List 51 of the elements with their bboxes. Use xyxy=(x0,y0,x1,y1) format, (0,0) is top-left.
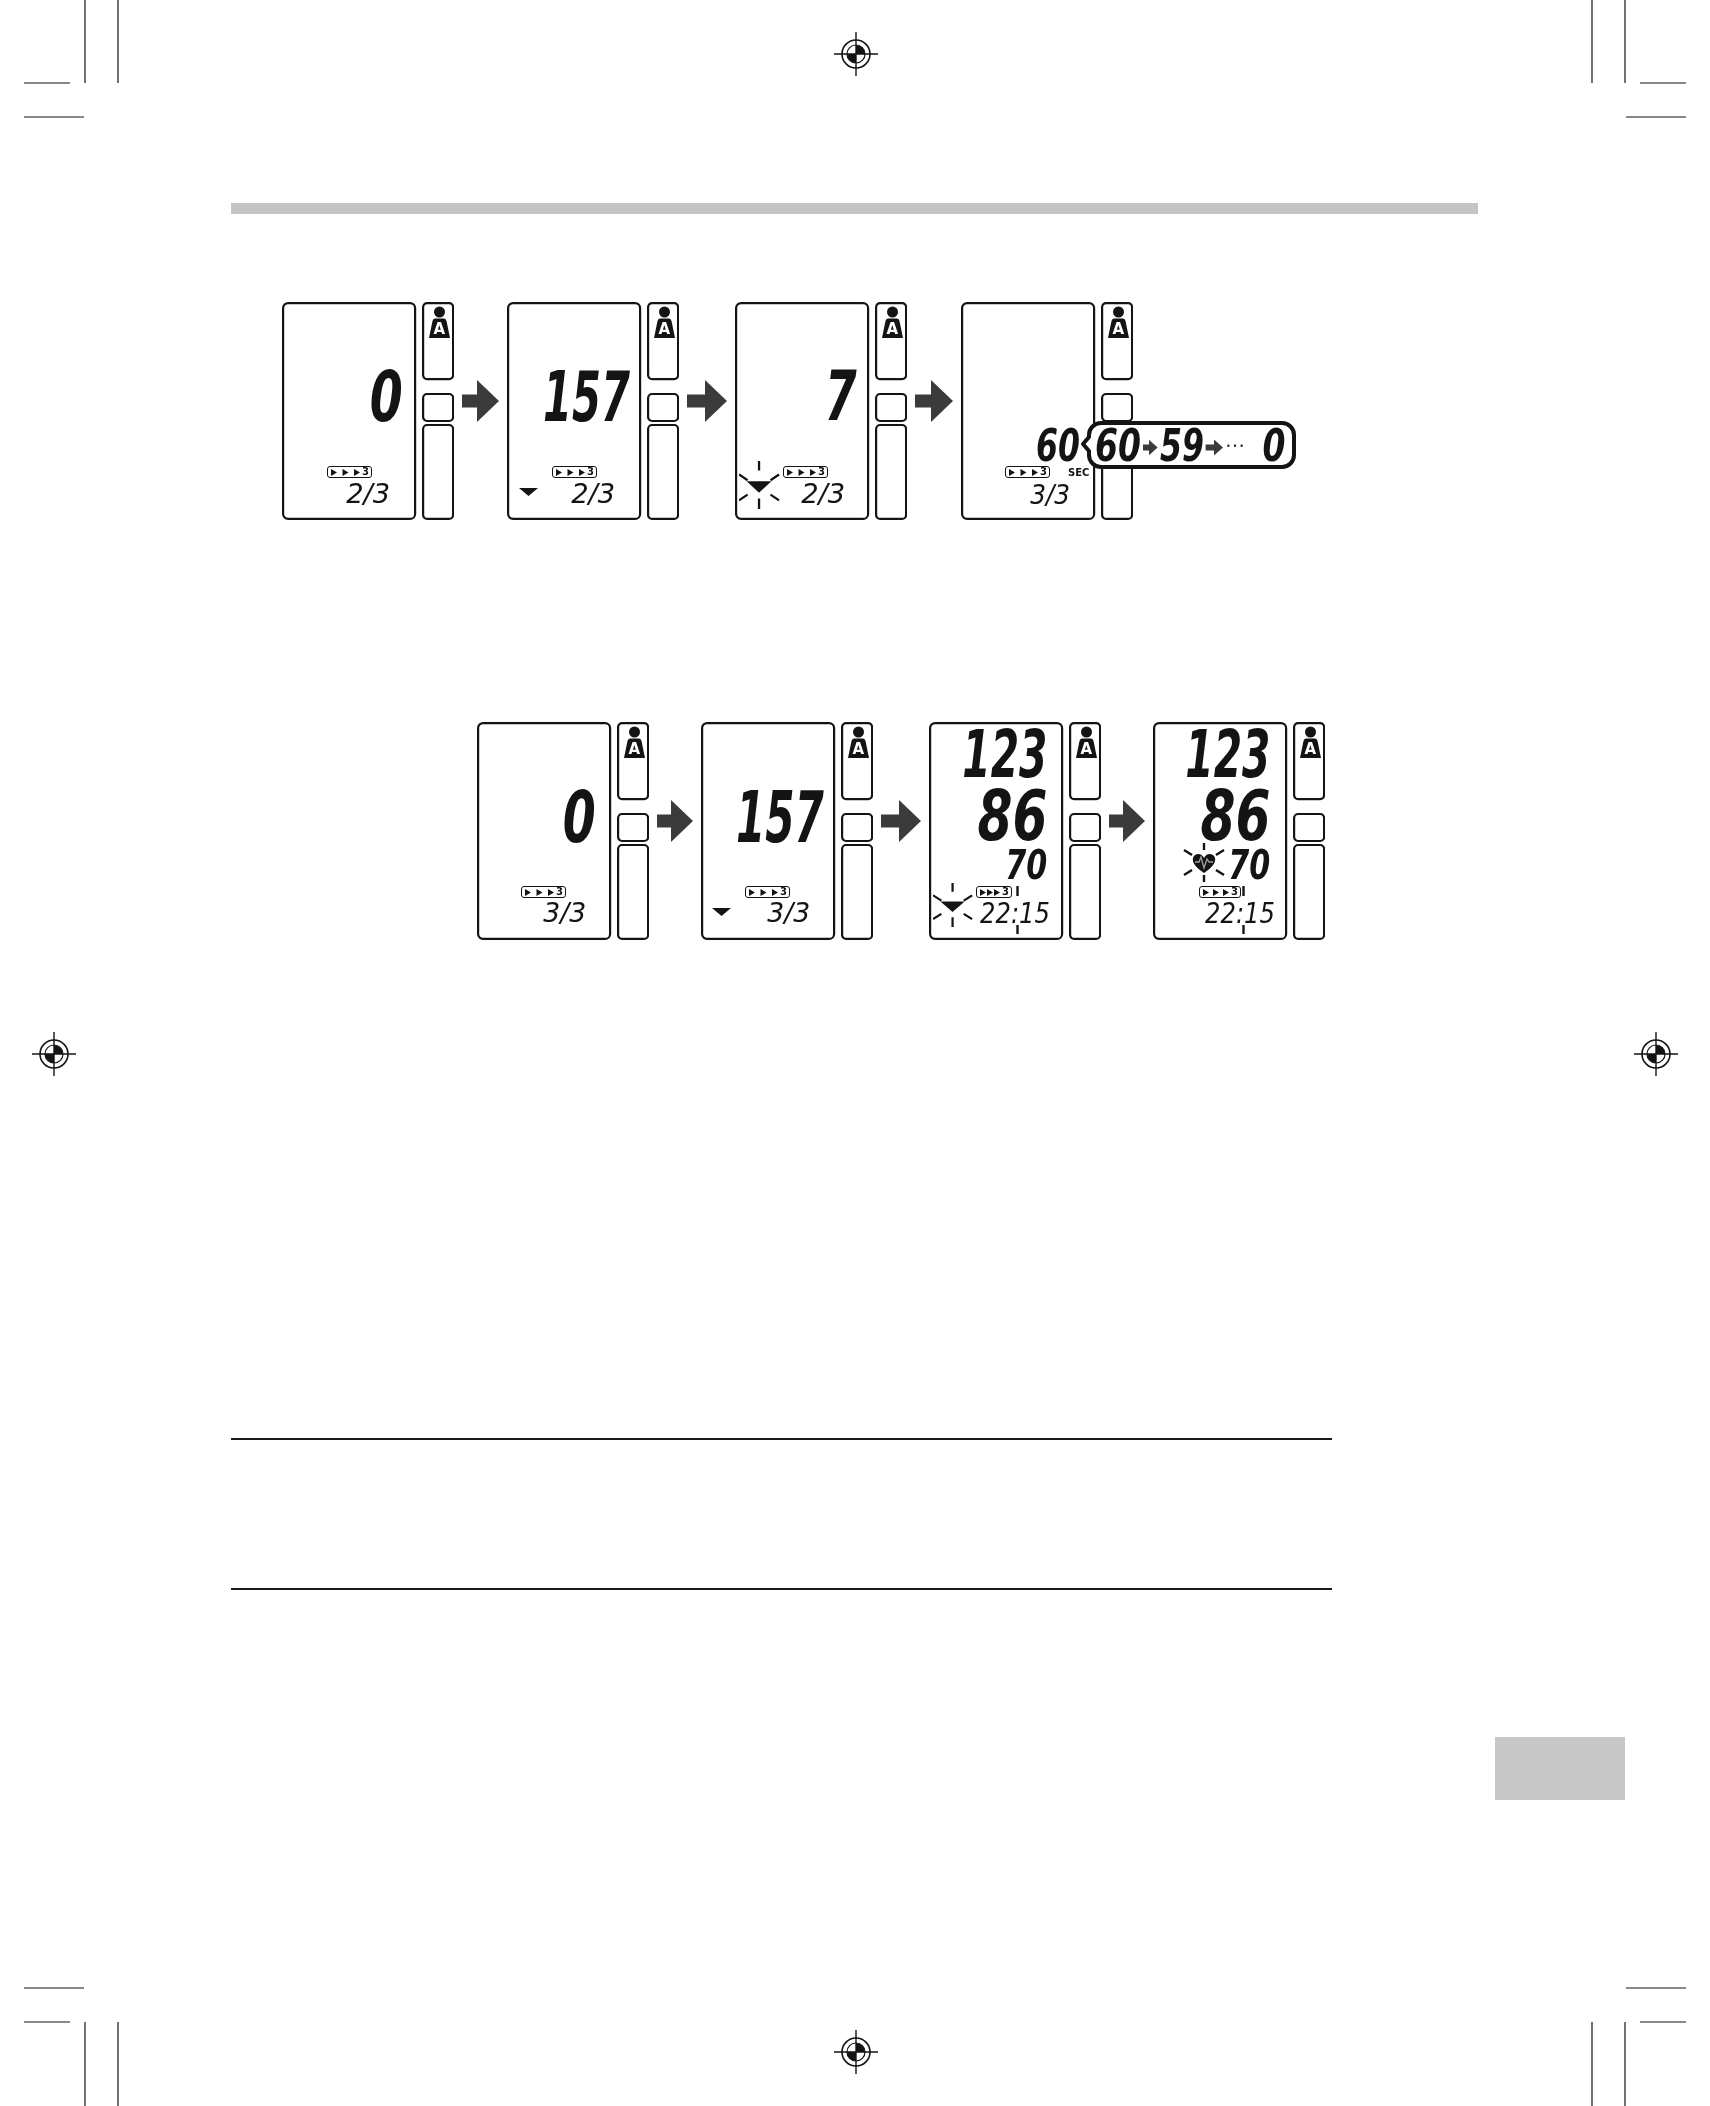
user-letter: A xyxy=(1304,741,1317,757)
measurement-count: 2/3 xyxy=(346,482,390,505)
lcd-reading: 0 xyxy=(563,788,596,846)
user-letter: A xyxy=(852,741,865,757)
measurement-count: 3/3 xyxy=(1030,483,1070,506)
lcd-reading: 70 xyxy=(1228,849,1270,883)
user-letter: A xyxy=(433,321,446,337)
lcd-display xyxy=(701,722,873,940)
callout-bubble xyxy=(1080,420,1297,470)
lcd-display xyxy=(929,722,1101,940)
user-letter: A xyxy=(658,321,671,337)
measurement-count: 2/3 xyxy=(801,482,845,505)
countdown-number: 60 xyxy=(1095,428,1141,464)
badge-number: 3 xyxy=(556,887,563,897)
lcd-display xyxy=(735,302,907,520)
countdown-number: 0 xyxy=(1262,428,1286,464)
badge-number: 3 xyxy=(1231,887,1238,897)
lcd-reading: 60 xyxy=(1036,428,1080,464)
measurement-count: 3/3 xyxy=(543,901,586,924)
badge-number: 3 xyxy=(1040,467,1047,477)
unit-label: SEC xyxy=(1068,468,1090,478)
lcd-reading: 86 xyxy=(977,788,1047,844)
badge-number: 3 xyxy=(362,467,369,477)
countdown-number: 59 xyxy=(1159,428,1204,464)
user-letter: A xyxy=(628,741,641,757)
lcd-display xyxy=(507,302,679,520)
lcd-display xyxy=(282,302,454,520)
badge-number: 3 xyxy=(1002,887,1009,897)
lcd-reading: 123 xyxy=(1184,728,1270,782)
lcd-reading: 157 xyxy=(542,368,630,425)
lcd-reading: 123 xyxy=(961,728,1047,782)
lcd-display xyxy=(1153,722,1325,940)
lcd-reading: 7 xyxy=(825,367,857,424)
user-letter: A xyxy=(1112,321,1125,337)
clock-time: 22:15 xyxy=(1205,901,1275,925)
badge-number: 3 xyxy=(780,887,787,897)
badge-number: 3 xyxy=(818,467,825,477)
lcd-reading: 70 xyxy=(1005,849,1047,883)
ellipsis: … xyxy=(1225,432,1245,448)
lcd-reading: 0 xyxy=(370,368,403,425)
lcd-reading: 157 xyxy=(736,788,824,846)
lcd-reading: 86 xyxy=(1200,788,1270,844)
badge-number: 3 xyxy=(587,467,594,477)
clock-time: 22:15 xyxy=(980,901,1050,925)
arrow xyxy=(1141,439,1160,456)
measurement-count: 2/3 xyxy=(571,482,615,505)
user-letter: A xyxy=(886,321,899,337)
arrow xyxy=(1203,439,1225,456)
measurement-count: 3/3 xyxy=(767,901,810,924)
lcd-display xyxy=(477,722,649,940)
user-letter: A xyxy=(1080,741,1093,757)
